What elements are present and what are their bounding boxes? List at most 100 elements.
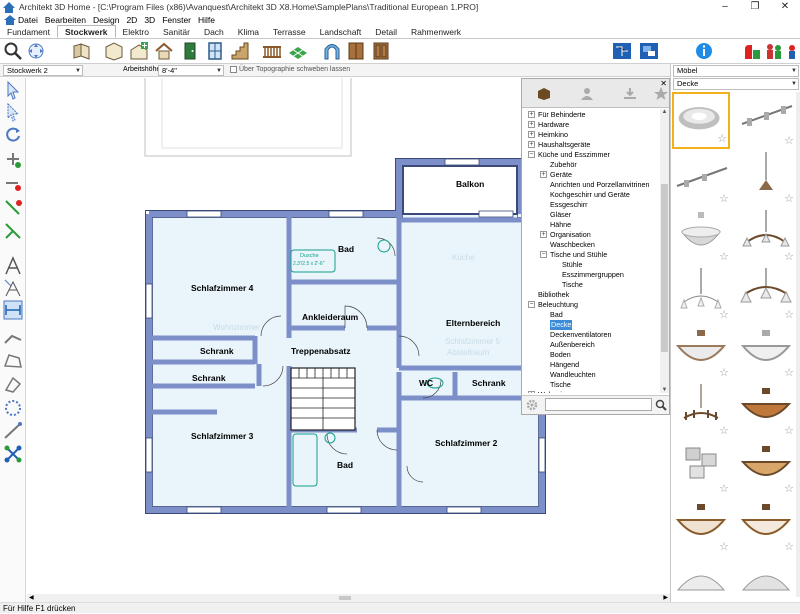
add-point-icon[interactable] <box>3 150 23 170</box>
search-icon[interactable] <box>655 399 667 411</box>
tree-item[interactable]: Decke <box>550 320 573 330</box>
expand-icon[interactable]: + <box>540 171 547 178</box>
tree-item[interactable]: Organisation <box>550 230 591 239</box>
catalog-item-chandelier-2[interactable]: ☆ <box>672 266 730 323</box>
expand-icon[interactable]: + <box>540 231 547 238</box>
room-icon[interactable] <box>104 41 124 61</box>
remove-point-icon[interactable] <box>3 174 23 194</box>
menu-datei[interactable]: Datei <box>18 15 38 25</box>
roof-icon[interactable] <box>154 41 174 61</box>
wardrobe-icon[interactable] <box>371 41 391 61</box>
catalog-tab-icon[interactable] <box>537 87 551 100</box>
tree-item[interactable]: Hängend <box>550 360 580 369</box>
dimension-icon[interactable] <box>3 300 23 320</box>
favorite-star-icon[interactable]: ☆ <box>719 193 729 205</box>
tree-scrollbar[interactable]: ▲ ▼ <box>660 109 669 393</box>
chevron-right-icon[interactable]: ▶ <box>663 595 668 601</box>
download-tab-icon[interactable] <box>623 87 637 100</box>
catalog-item-bronze-bowl[interactable]: ☆ <box>737 382 795 439</box>
catalog-item-dome-light[interactable] <box>672 556 730 602</box>
expand-icon[interactable]: + <box>528 391 535 393</box>
tree-item[interactable]: Waschbecken <box>550 240 595 249</box>
menu-2d[interactable]: 2D <box>126 15 138 25</box>
leader-text-icon[interactable] <box>3 278 23 298</box>
wall-icon[interactable] <box>72 41 92 61</box>
tab-terrasse[interactable]: Terrasse <box>273 27 306 37</box>
tree-item[interactable]: Esszimmergruppen <box>562 270 624 279</box>
shape-icon[interactable] <box>3 374 23 394</box>
tree-item[interactable]: Tische <box>562 280 583 289</box>
favorite-star-icon[interactable]: ☆ <box>719 309 729 321</box>
minimize-icon[interactable]: – <box>722 1 728 12</box>
add-room-icon[interactable] <box>129 41 149 61</box>
tree-item[interactable]: Geräte <box>550 170 572 179</box>
favorite-star-icon[interactable]: ☆ <box>719 541 729 553</box>
tree-item[interactable]: Hähne <box>550 220 572 229</box>
door-icon[interactable] <box>180 41 200 61</box>
floor-pattern-icon[interactable] <box>288 41 308 61</box>
favorite-star-icon[interactable]: ☆ <box>784 425 794 437</box>
catalog-item-bronze-bowl-2[interactable]: ☆ <box>737 440 795 497</box>
favorite-star-icon[interactable]: ☆ <box>784 309 794 321</box>
text-icon[interactable] <box>3 256 23 276</box>
favorite-star-icon[interactable]: ☆ <box>719 483 729 495</box>
favorite-star-icon[interactable]: ☆ <box>719 425 729 437</box>
tab-sanitaer[interactable]: Sanitär <box>163 27 190 37</box>
close-icon[interactable]: ✕ <box>660 79 667 88</box>
tree-item[interactable]: Stühle <box>562 260 583 269</box>
catalog-item-pendant[interactable]: ☆ <box>737 150 795 207</box>
tree-item[interactable]: Hardware <box>538 120 570 129</box>
expand-icon[interactable]: + <box>528 111 535 118</box>
polygon-icon[interactable] <box>3 351 23 371</box>
chevron-down-icon[interactable]: ▼ <box>661 387 668 393</box>
tab-rahmenwerk[interactable]: Rahmenwerk <box>410 27 462 37</box>
menu-3d[interactable]: 3D <box>144 15 156 25</box>
tree-item[interactable]: Gläser <box>550 210 572 219</box>
cabinet-icon[interactable] <box>346 41 366 61</box>
catalog-item-spot-cluster[interactable]: ☆ <box>672 440 730 497</box>
rotate-icon[interactable] <box>3 125 23 145</box>
favorites-tab-icon[interactable] <box>654 87 668 100</box>
3d-view-icon[interactable] <box>639 41 659 61</box>
menu-bearbeiten[interactable]: Bearbeiten <box>44 15 86 25</box>
tab-klima[interactable]: Klima <box>237 27 260 37</box>
catalog-item-bowl-fixture[interactable]: ☆ <box>672 498 730 555</box>
catalog-item-flush-mount-2[interactable]: ☆ <box>737 324 795 381</box>
arch-icon[interactable] <box>322 41 342 61</box>
window-icon[interactable] <box>205 41 225 61</box>
tree-item[interactable]: Beleuchtung <box>538 300 578 309</box>
expand-icon[interactable]: + <box>528 121 535 128</box>
menu-fenster[interactable]: Fenster <box>162 15 192 25</box>
catalog-item-bowl-light[interactable]: ☆ <box>672 208 730 265</box>
tree-item[interactable]: Anrichten und Porzellanvitrinen <box>550 180 650 189</box>
settings-gear-icon[interactable] <box>526 399 538 411</box>
pan-icon[interactable] <box>26 41 46 61</box>
subcategory-select[interactable]: Decke ▼ <box>673 78 799 90</box>
people-icon[interactable] <box>764 41 784 61</box>
tree-item[interactable]: Bad <box>550 310 563 319</box>
catalog-item-bowl-fixture-2[interactable]: ☆ <box>737 498 795 555</box>
floor-select[interactable]: Stockwerk 2 ▼ <box>3 65 83 76</box>
chevron-left-icon[interactable]: ◀ <box>29 595 34 601</box>
collapse-icon[interactable]: − <box>528 301 535 308</box>
tree-item[interactable]: Außenbereich <box>550 340 595 349</box>
zoom-icon[interactable] <box>3 41 23 61</box>
favorite-star-icon[interactable]: ☆ <box>784 251 794 263</box>
catalog-item-dome-light-2[interactable] <box>737 556 795 602</box>
tree-item[interactable]: Küche und Esszimmer <box>538 150 610 159</box>
tree-item[interactable]: Für Behinderte <box>538 110 586 119</box>
menu-hilfe[interactable]: Hilfe <box>198 15 216 25</box>
topography-checkbox[interactable] <box>230 66 237 73</box>
railing-icon[interactable] <box>262 41 282 61</box>
connect-icon[interactable] <box>3 198 23 218</box>
stairs-icon[interactable] <box>230 41 250 61</box>
tree-item[interactable]: Essgeschirr <box>550 200 588 209</box>
tab-fundament[interactable]: Fundament <box>7 27 50 37</box>
tree-item[interactable]: Wohnzimmer <box>538 390 580 393</box>
tree-item[interactable]: Haushaltsgeräte <box>538 140 591 149</box>
favorite-star-icon[interactable]: ☆ <box>784 367 794 379</box>
tab-landschaft[interactable]: Landschaft <box>319 27 362 37</box>
info-icon[interactable] <box>694 41 714 61</box>
plan-view-icon[interactable] <box>612 41 632 61</box>
wall-draw-icon[interactable] <box>3 328 23 348</box>
